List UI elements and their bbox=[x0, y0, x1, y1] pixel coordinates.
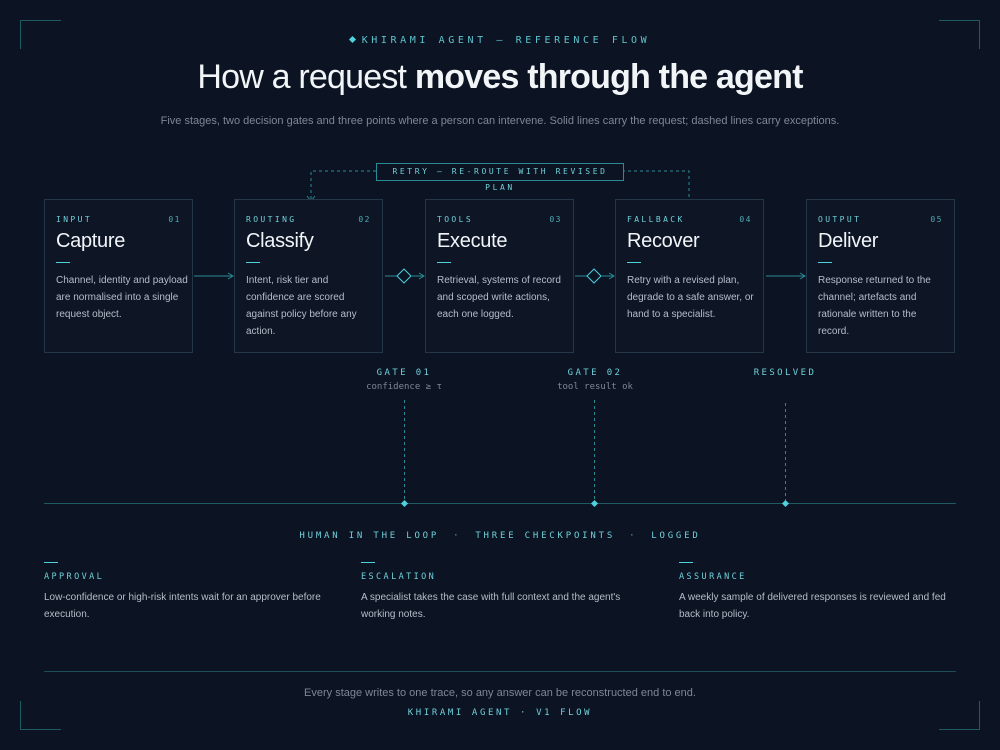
stage-description: Retrieval, systems of record and scoped … bbox=[437, 275, 561, 320]
gate-02-diamond-icon bbox=[586, 268, 602, 284]
retry-label: RETRY — RE-ROUTE WITH REVISED PLAN bbox=[376, 163, 624, 192]
retry-loop-line-right bbox=[622, 170, 690, 199]
title-light: How a request bbox=[197, 58, 415, 96]
stage-tag: INPUT bbox=[56, 215, 93, 224]
stage-number: 04 bbox=[739, 215, 752, 224]
stage-number: 03 bbox=[549, 215, 562, 224]
human-loop-part-1: HUMAN IN THE LOOP bbox=[299, 531, 440, 541]
gate-01-diamond-icon bbox=[396, 268, 412, 284]
checkpoint-description: A specialist takes the case with full co… bbox=[361, 592, 621, 620]
checkpoint-assurance: ASSURANCE A weekly sample of delivered r… bbox=[679, 562, 956, 623]
corner-bracket-bottom-right bbox=[939, 701, 980, 730]
stage-number: 05 bbox=[930, 215, 943, 224]
eyebrow-text: KHIRAMI AGENT — REFERENCE FLOW bbox=[361, 35, 651, 46]
stage-rule bbox=[627, 262, 641, 263]
stage-number: 02 bbox=[358, 215, 371, 224]
gate-name: GATE 02 bbox=[567, 368, 623, 378]
checkpoint-description: A weekly sample of delivered responses i… bbox=[679, 592, 946, 620]
corner-bracket-top-right bbox=[939, 20, 980, 49]
human-loop-separator: · bbox=[629, 531, 638, 541]
stage-card-recover: FALLBACK 04 Recover Retry with a revised… bbox=[615, 199, 764, 353]
gate-resolved: RESOLVED bbox=[725, 368, 845, 378]
stage-rule bbox=[437, 262, 451, 263]
stage-tag: FALLBACK bbox=[627, 215, 685, 224]
gate-condition: confidence ≥ τ bbox=[366, 382, 442, 392]
eyebrow: KHIRAMI AGENT — REFERENCE FLOW bbox=[0, 35, 1000, 46]
checkpoint-rule bbox=[44, 562, 58, 563]
gate-name: GATE 01 bbox=[376, 368, 432, 378]
flow-arrow-3-icon bbox=[608, 272, 615, 280]
checkpoint-tag: ESCALATION bbox=[361, 572, 437, 582]
stage-name: Capture bbox=[56, 230, 126, 252]
human-loop-part-3: LOGGED bbox=[651, 531, 701, 541]
stage-card-execute: TOOLS 03 Execute Retrieval, systems of r… bbox=[425, 199, 574, 353]
gate-01: GATE 01 confidence ≥ τ bbox=[344, 368, 464, 392]
stage-tag: TOOLS bbox=[437, 215, 474, 224]
checkpoint-2-dot-icon bbox=[591, 500, 598, 507]
gate-02: GATE 02 tool result ok bbox=[535, 368, 655, 392]
stage-name: Recover bbox=[627, 230, 700, 252]
stage-rule bbox=[246, 262, 260, 263]
checkpoint-escalation: ESCALATION A specialist takes the case w… bbox=[361, 562, 651, 623]
checkpoint-rule bbox=[679, 562, 693, 563]
page-title: How a request moves through the agent bbox=[0, 58, 1000, 97]
subtitle: Five stages, two decision gates and thre… bbox=[160, 115, 840, 127]
stage-card-classify: ROUTING 02 Classify Intent, risk tier an… bbox=[234, 199, 383, 353]
checkpoint-3-dot-icon bbox=[782, 500, 789, 507]
title-bold: moves through the agent bbox=[414, 58, 804, 96]
stage-description: Response returned to the channel; artefa… bbox=[818, 275, 931, 337]
human-loop-part-2: THREE CHECKPOINTS bbox=[475, 531, 616, 541]
footer-brand: KHIRAMI AGENT · V1 FLOW bbox=[407, 708, 593, 718]
footer-divider bbox=[44, 671, 956, 672]
corner-bracket-bottom-left bbox=[20, 701, 61, 730]
gate-condition: tool result ok bbox=[557, 382, 633, 392]
checkpoint-approval: APPROVAL Low-confidence or high-risk int… bbox=[44, 562, 334, 623]
stage-name: Execute bbox=[437, 230, 508, 252]
stage-card-capture: INPUT 01 Capture Channel, identity and p… bbox=[44, 199, 193, 353]
human-loop-label: HUMAN IN THE LOOP · THREE CHECKPOINTS · LOGG… bbox=[0, 531, 1000, 541]
stage-rule bbox=[818, 262, 832, 263]
retry-loop-line bbox=[310, 170, 376, 199]
flow-arrow-1-icon bbox=[227, 272, 234, 280]
stage-tag: OUTPUT bbox=[818, 215, 862, 224]
gate-name: RESOLVED bbox=[753, 368, 817, 378]
stage-description: Intent, risk tier and confidence are sco… bbox=[246, 275, 357, 337]
human-loop-separator: · bbox=[453, 531, 462, 541]
flow-arrow-4-icon bbox=[799, 272, 806, 280]
stage-name: Classify bbox=[246, 230, 314, 252]
stage-description: Retry with a revised plan, degrade to a … bbox=[627, 275, 754, 320]
checkpoint-tag: APPROVAL bbox=[44, 572, 105, 582]
footer-text: Every stage writes to one trace, so any … bbox=[304, 687, 696, 699]
stage-card-deliver: OUTPUT 05 Deliver Response returned to t… bbox=[806, 199, 955, 353]
corner-bracket-top-left bbox=[20, 20, 61, 49]
stage-tag: ROUTING bbox=[246, 215, 297, 224]
stage-rule bbox=[56, 262, 70, 263]
checkpoint-1-dot-icon bbox=[401, 500, 408, 507]
stage-description: Channel, identity and payload are normal… bbox=[56, 275, 188, 320]
stage-number: 01 bbox=[168, 215, 181, 224]
checkpoint-rule bbox=[361, 562, 375, 563]
checkpoint-tag: ASSURANCE bbox=[679, 572, 747, 582]
flow-arrow-2-icon bbox=[418, 272, 425, 280]
checkpoint-description: Low-confidence or high-risk intents wait… bbox=[44, 592, 321, 620]
stage-name: Deliver bbox=[818, 230, 879, 252]
